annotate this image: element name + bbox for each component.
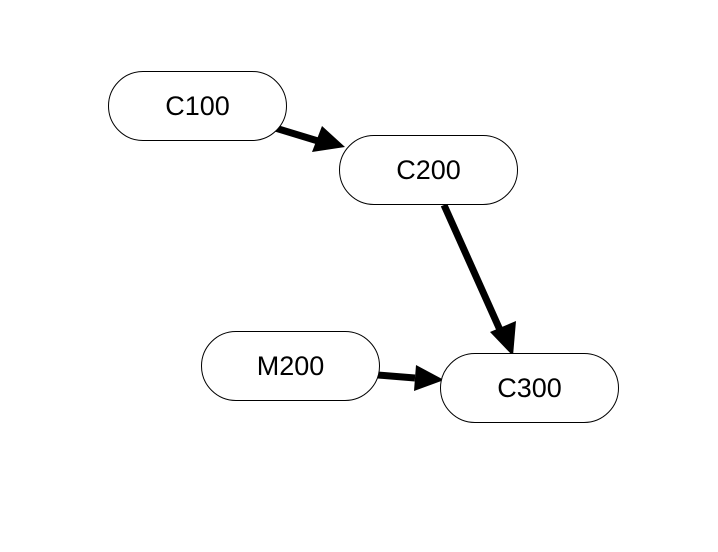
- node-m200: M200: [201, 331, 380, 401]
- edge-m200-c300: [377, 371, 416, 382]
- node-m200-label: M200: [256, 350, 325, 381]
- node-c100-label: C100: [165, 90, 230, 121]
- node-c200: C200: [339, 135, 518, 205]
- arrowhead-m200-c300: [414, 365, 444, 391]
- node-c300: C300: [440, 353, 619, 423]
- edge-c200-c300: [440, 203, 504, 332]
- edge-c100-c200: [270, 123, 320, 145]
- node-c100: C100: [108, 71, 287, 141]
- node-c200-label: C200: [396, 154, 461, 185]
- arrowhead-c100-c200: [312, 126, 345, 152]
- arrowhead-c200-c300: [490, 321, 516, 356]
- node-c300-label: C300: [497, 372, 562, 403]
